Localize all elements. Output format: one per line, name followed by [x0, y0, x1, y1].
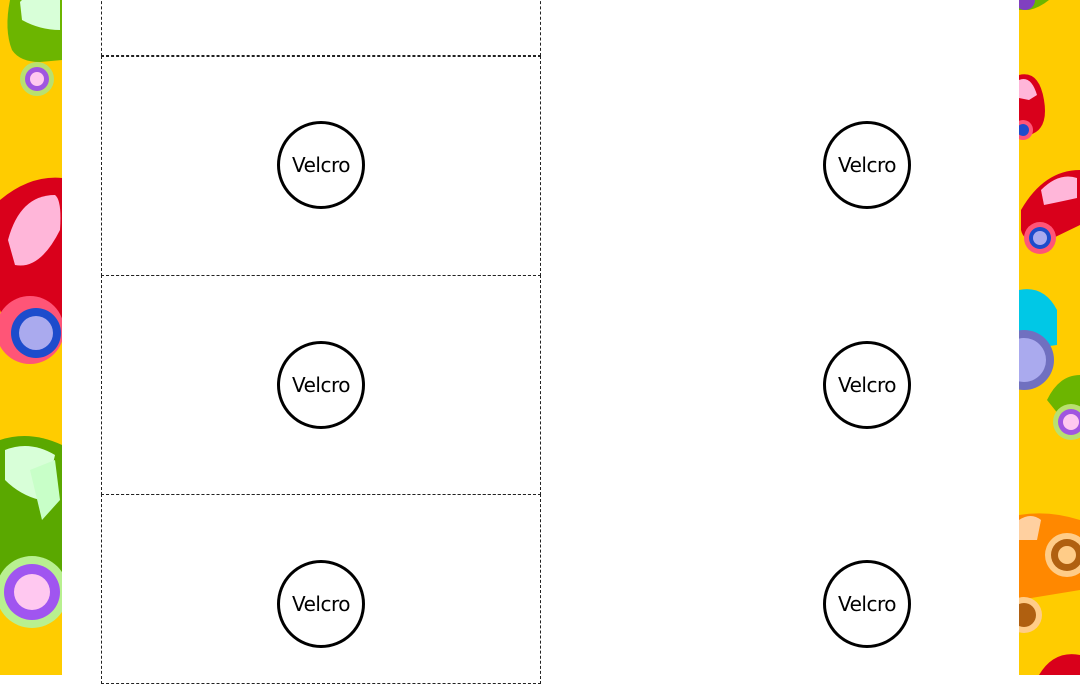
toy-cars-pattern-right: [1019, 0, 1080, 675]
car-icon: [1039, 654, 1080, 675]
velcro-circle: Velcro: [823, 121, 911, 209]
velcro-circle: Velcro: [823, 560, 911, 648]
car-icon: [1019, 74, 1045, 140]
cut-out-box: [101, 0, 541, 56]
velcro-label: Velcro: [837, 153, 897, 177]
car-icon: [1021, 170, 1080, 254]
car-icon: [0, 436, 62, 628]
car-icon: [1047, 375, 1080, 440]
car-icon: [1019, 513, 1080, 633]
velcro-label: Velcro: [291, 592, 351, 616]
car-icon: [1019, 289, 1057, 390]
velcro-circle: Velcro: [277, 341, 365, 429]
left-border-toy-cars: [0, 0, 62, 675]
velcro-circle: Velcro: [823, 341, 911, 429]
toy-cars-pattern-left: [0, 0, 62, 628]
velcro-circle: Velcro: [277, 560, 365, 648]
velcro-circle: Velcro: [277, 121, 365, 209]
car-icon: [0, 177, 62, 364]
velcro-label: Velcro: [291, 153, 351, 177]
velcro-label: Velcro: [837, 373, 897, 397]
velcro-label: Velcro: [291, 373, 351, 397]
velcro-label: Velcro: [837, 592, 897, 616]
car-icon: [7, 0, 62, 96]
right-border-toy-cars: [1019, 0, 1080, 675]
car-icon: [1019, 0, 1049, 10]
